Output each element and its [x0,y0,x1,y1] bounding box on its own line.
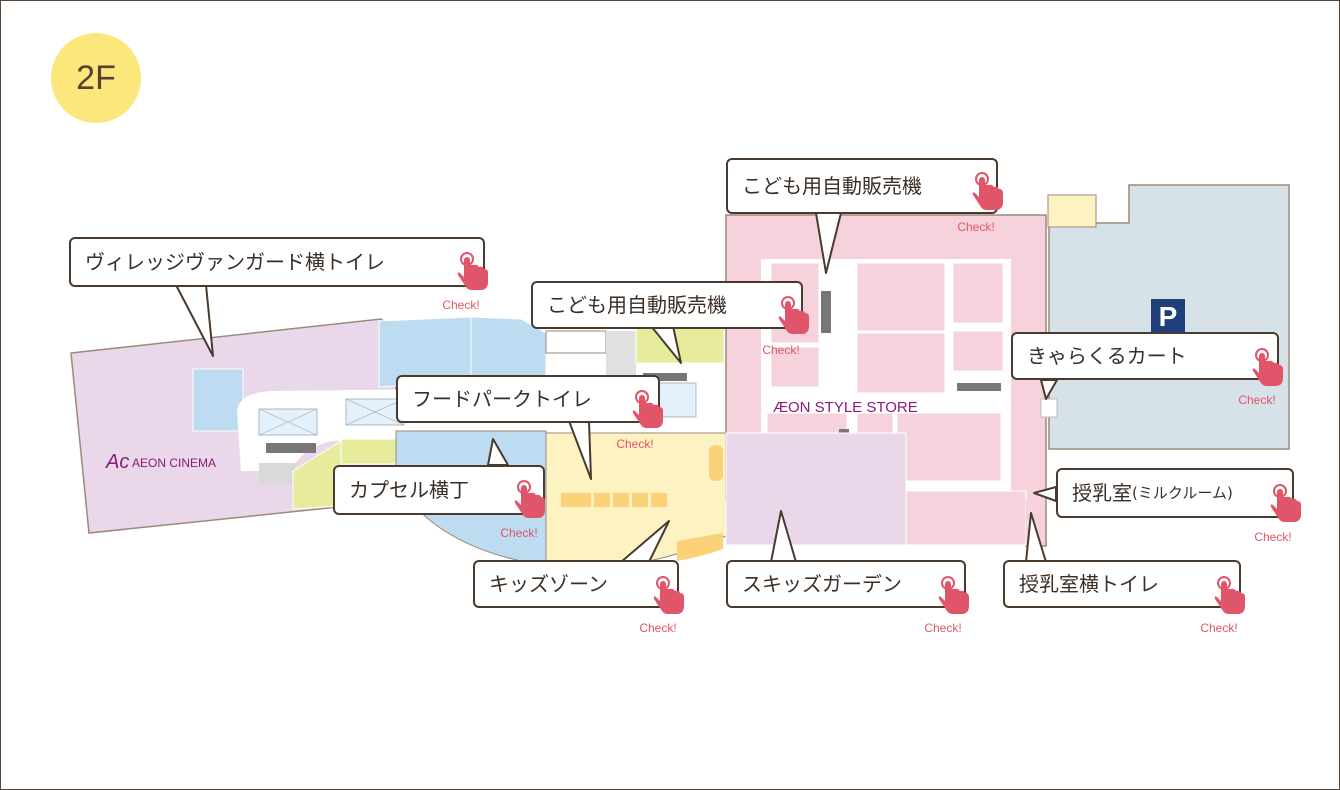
pointing-hand-icon[interactable] [1213,575,1247,615]
callout-label: こども用自動販売機 [547,293,727,317]
pointing-hand-icon[interactable] [652,575,686,615]
pointing-hand-icon[interactable] [456,251,490,291]
check-link[interactable]: Check! [924,621,962,635]
callout-nursing-toilet[interactable]: 授乳室横トイレ [1003,560,1241,608]
cinema-logo: Ac [105,451,129,473]
callout-village-toilet[interactable]: ヴィレッジヴァンガード横トイレ [69,237,485,287]
callout-label: フードパークトイレ [412,387,592,411]
pointing-hand-icon[interactable] [513,479,547,519]
callout-nursing-room[interactable]: 授乳室(ミルクルーム) [1056,468,1294,518]
aeon-style-store-area: ÆON STYLE STORE [725,214,1058,547]
pointing-hand-icon[interactable] [777,295,811,335]
callout-label: カプセル横丁 [349,478,469,502]
parking-sign-icon [1151,299,1185,333]
pointing-hand-icon[interactable] [937,575,971,615]
callout-label: ヴィレッジヴァンガード横トイレ [85,250,385,274]
callout-label: 授乳室 [1072,481,1132,505]
check-link[interactable]: Check! [500,526,538,540]
callout-label: こども用自動販売機 [742,174,922,198]
callout-label: キッズゾーン [489,572,608,596]
floor-badge: 2F [51,33,141,123]
check-link[interactable]: Check! [762,343,800,357]
check-link[interactable]: Check! [1200,621,1238,635]
parking-area: P [1047,184,1290,450]
check-link[interactable]: Check! [1238,393,1276,407]
check-link[interactable]: Check! [616,437,654,451]
check-link[interactable]: Check! [957,220,995,234]
callout-label: きゃらくるカート [1027,344,1187,368]
callout-label: 授乳室横トイレ [1019,572,1159,596]
callout-kids-vending-west[interactable]: こども用自動販売機 [531,281,803,329]
callout-foodpark-toilet[interactable]: フードパークトイレ [396,375,660,423]
callout-sublabel: (ミルクルーム) [1132,483,1233,502]
pointing-hand-icon[interactable] [1269,483,1303,523]
check-link[interactable]: Check! [442,298,480,312]
pointing-hand-icon[interactable] [971,171,1005,211]
callout-pointers [175,212,1058,563]
callout-kyarakuru-cart[interactable]: きゃらくるカート [1011,332,1279,380]
callout-kids-zone[interactable]: キッズゾーン [473,560,679,608]
callout-capsule[interactable]: カプセル横丁 [333,465,545,515]
pointing-hand-icon[interactable] [1251,347,1285,387]
check-link[interactable]: Check! [1254,530,1292,544]
callout-skids-garden[interactable]: スキッズガーデン [726,560,966,608]
store-name: ÆON STYLE STORE [773,399,918,416]
check-link[interactable]: Check! [639,621,677,635]
parking-symbol: P [1159,301,1178,332]
pointing-hand-icon[interactable] [631,389,665,429]
callout-kids-vending-east[interactable]: こども用自動販売機 [726,158,998,214]
callout-label: スキッズガーデン [742,572,902,596]
cinema-name: AEON CINEMA [132,456,216,470]
